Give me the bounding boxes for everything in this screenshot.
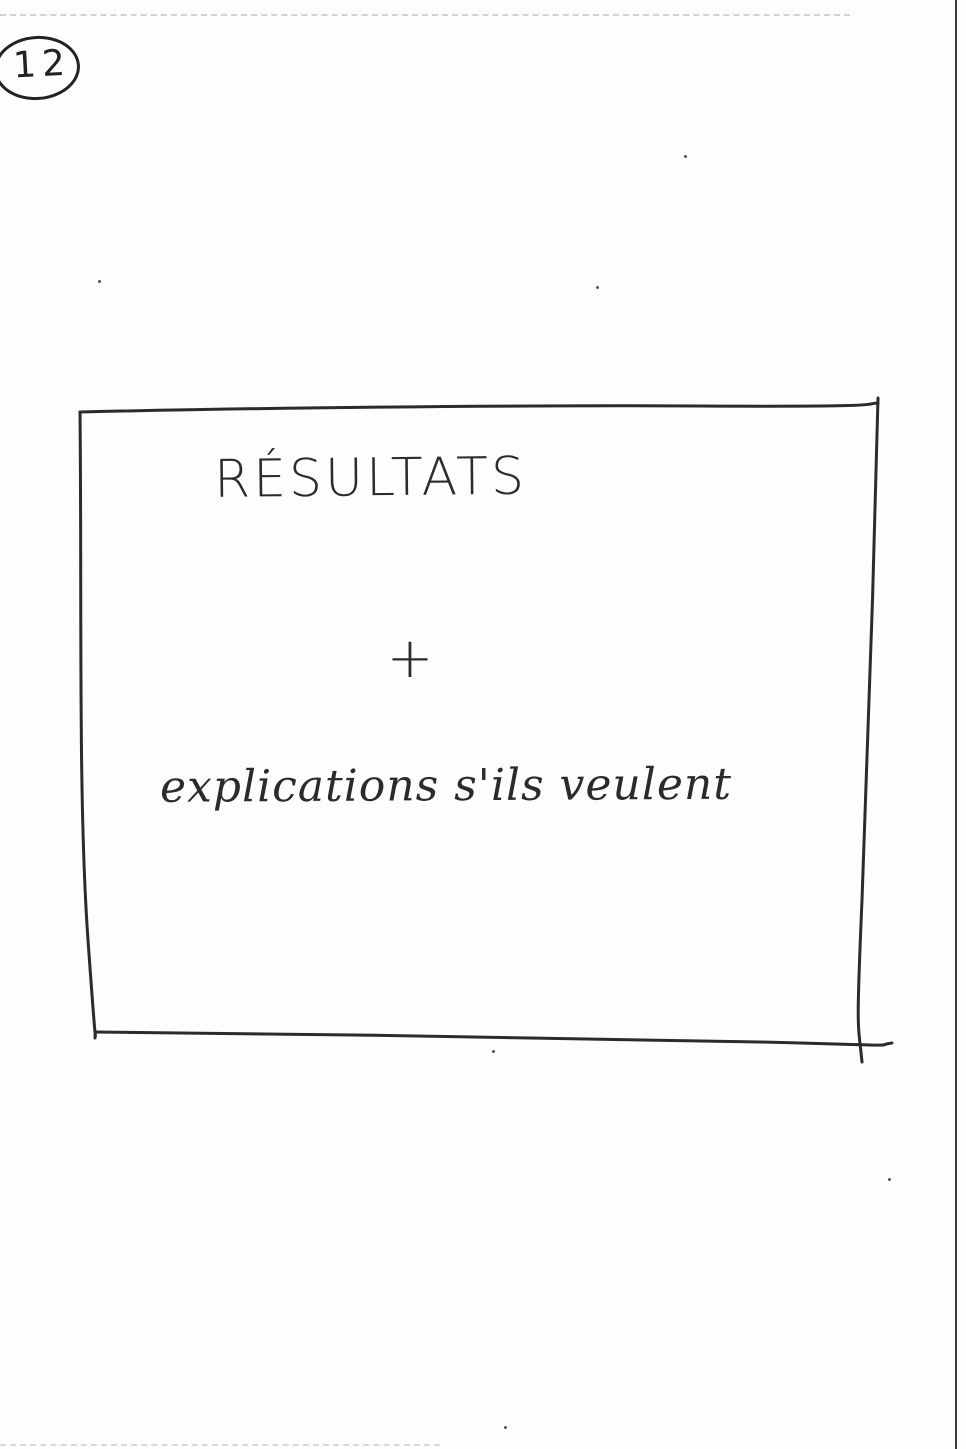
scan-bottom-edge: [0, 1444, 440, 1446]
scan-speck: [596, 286, 599, 289]
frame-top-edge: [78, 401, 880, 414]
frame-plus-sign: +: [386, 626, 434, 691]
frame-left-edge: [78, 410, 97, 1040]
scan-top-edge: [0, 14, 850, 16]
frame-title: RÉSULTATS: [213, 446, 528, 510]
scan-speck: [684, 155, 687, 158]
frame-bottom-edge: [93, 1030, 894, 1047]
scan-speck: [888, 1178, 891, 1181]
scan-right-edge: [955, 0, 957, 1449]
scan-speck: [492, 1050, 495, 1053]
frame-right-edge: [856, 396, 880, 1064]
scan-speck: [504, 1426, 507, 1429]
scan-speck: [98, 280, 101, 283]
frame-note: explications s'ils veulent: [159, 758, 733, 813]
